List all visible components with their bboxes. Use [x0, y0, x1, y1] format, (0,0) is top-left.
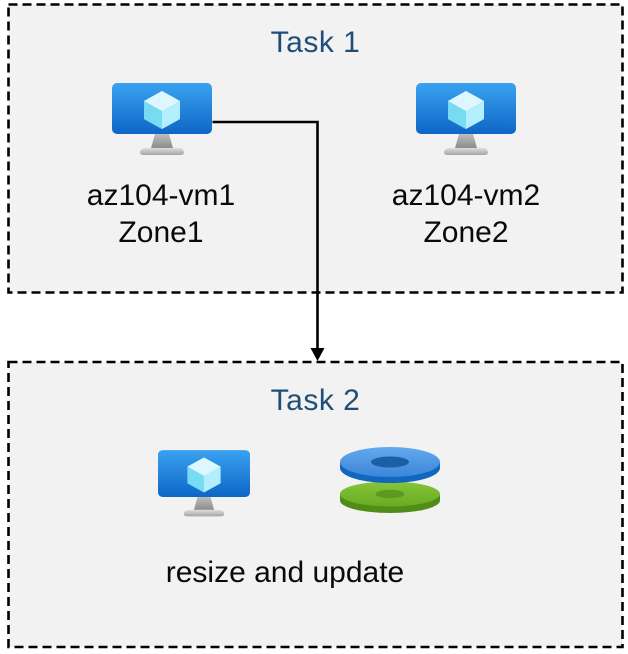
virtual-machine-icon [112, 83, 212, 155]
task1-box [7, 3, 624, 294]
vm2-label: az104-vm2 Zone2 [366, 177, 566, 251]
virtual-machine-icon [158, 450, 250, 517]
down-arrow-connector [212, 120, 325, 361]
managed-disks-icon [340, 447, 440, 513]
virtual-machine-icon [416, 83, 516, 155]
task2-caption: resize and update [165, 556, 405, 589]
disk-green [340, 481, 440, 513]
task2-title: Task 2 [270, 384, 361, 417]
task1-title: Task 1 [270, 26, 361, 59]
vm2-zone: Zone2 [423, 216, 509, 249]
vm1-zone: Zone1 [118, 216, 204, 249]
arrowhead-icon [310, 348, 325, 361]
task2-box [7, 360, 624, 649]
vm2-name: az104-vm2 [391, 179, 541, 212]
vm1-name: az104-vm1 [86, 179, 236, 212]
vm1-label: az104-vm1 Zone1 [61, 177, 261, 251]
cube-icon [448, 91, 484, 129]
cube-icon [144, 91, 180, 129]
disk-blue [340, 447, 440, 483]
cube-icon [187, 457, 221, 493]
